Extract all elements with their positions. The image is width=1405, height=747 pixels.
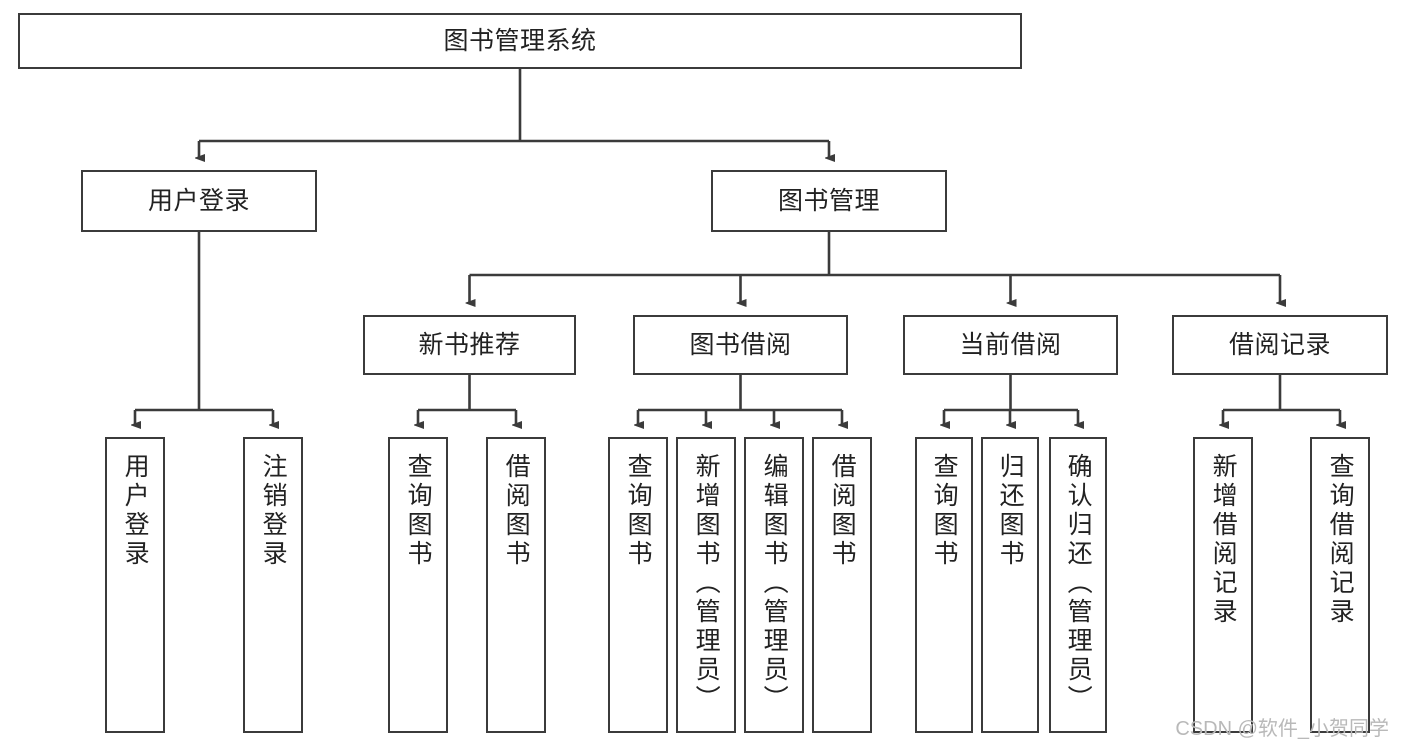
node-leaf-return-book[interactable]: 归还图书 — [981, 437, 1039, 733]
node-user-login[interactable]: 用户登录 — [81, 170, 317, 232]
node-label: 图书借阅 — [689, 331, 792, 359]
node-leaf-query-book[interactable]: 查询图书 — [608, 437, 668, 733]
node-leaf-confirm-return[interactable]: 确认归还（管理员） — [1049, 437, 1107, 733]
node-label: 编辑图书（管理员） — [760, 453, 789, 714]
node-leaf-edit-book[interactable]: 编辑图书（管理员） — [744, 437, 804, 733]
node-label: 新增借阅记录 — [1209, 453, 1238, 627]
node-leaf-borrow-book-rec[interactable]: 借阅图书 — [486, 437, 546, 733]
watermark: CSDN @软件_小贺同学 — [1175, 718, 1389, 740]
node-label: 借阅图书 — [828, 453, 857, 569]
node-root[interactable]: 图书管理系统 — [18, 13, 1022, 69]
node-label: 借阅记录 — [1228, 331, 1331, 359]
node-leaf-add-record[interactable]: 新增借阅记录 — [1193, 437, 1253, 733]
node-book-management[interactable]: 图书管理 — [711, 170, 947, 232]
node-label: 查询借阅记录 — [1326, 453, 1355, 627]
node-label: 新增图书（管理员） — [692, 453, 721, 714]
node-leaf-logout[interactable]: 注销登录 — [243, 437, 303, 733]
node-borrow-record[interactable]: 借阅记录 — [1172, 315, 1388, 375]
node-leaf-query-book-rec[interactable]: 查询图书 — [388, 437, 448, 733]
node-label: 用户登录 — [121, 453, 150, 569]
node-label: 归还图书 — [996, 453, 1025, 569]
node-label: 借阅图书 — [502, 453, 531, 569]
node-book-borrow[interactable]: 图书借阅 — [633, 315, 848, 375]
node-label: 图书管理系统 — [443, 27, 597, 55]
node-label: 新书推荐 — [418, 331, 521, 359]
node-leaf-query-record[interactable]: 查询借阅记录 — [1310, 437, 1370, 733]
node-label: 查询图书 — [404, 453, 433, 569]
node-label: 用户登录 — [147, 187, 250, 215]
node-label: 查询图书 — [624, 453, 653, 569]
node-leaf-borrow-book[interactable]: 借阅图书 — [812, 437, 872, 733]
node-leaf-user-login[interactable]: 用户登录 — [105, 437, 165, 733]
node-label: 查询图书 — [930, 453, 959, 569]
node-current-borrow[interactable]: 当前借阅 — [903, 315, 1118, 375]
node-label: 确认归还（管理员） — [1064, 453, 1093, 714]
node-leaf-query-book-cur[interactable]: 查询图书 — [915, 437, 973, 733]
node-label: 注销登录 — [259, 453, 288, 569]
node-label: 图书管理 — [777, 187, 880, 215]
node-label: 当前借阅 — [959, 331, 1062, 359]
node-new-book-recommend[interactable]: 新书推荐 — [363, 315, 576, 375]
node-leaf-add-book[interactable]: 新增图书（管理员） — [676, 437, 736, 733]
